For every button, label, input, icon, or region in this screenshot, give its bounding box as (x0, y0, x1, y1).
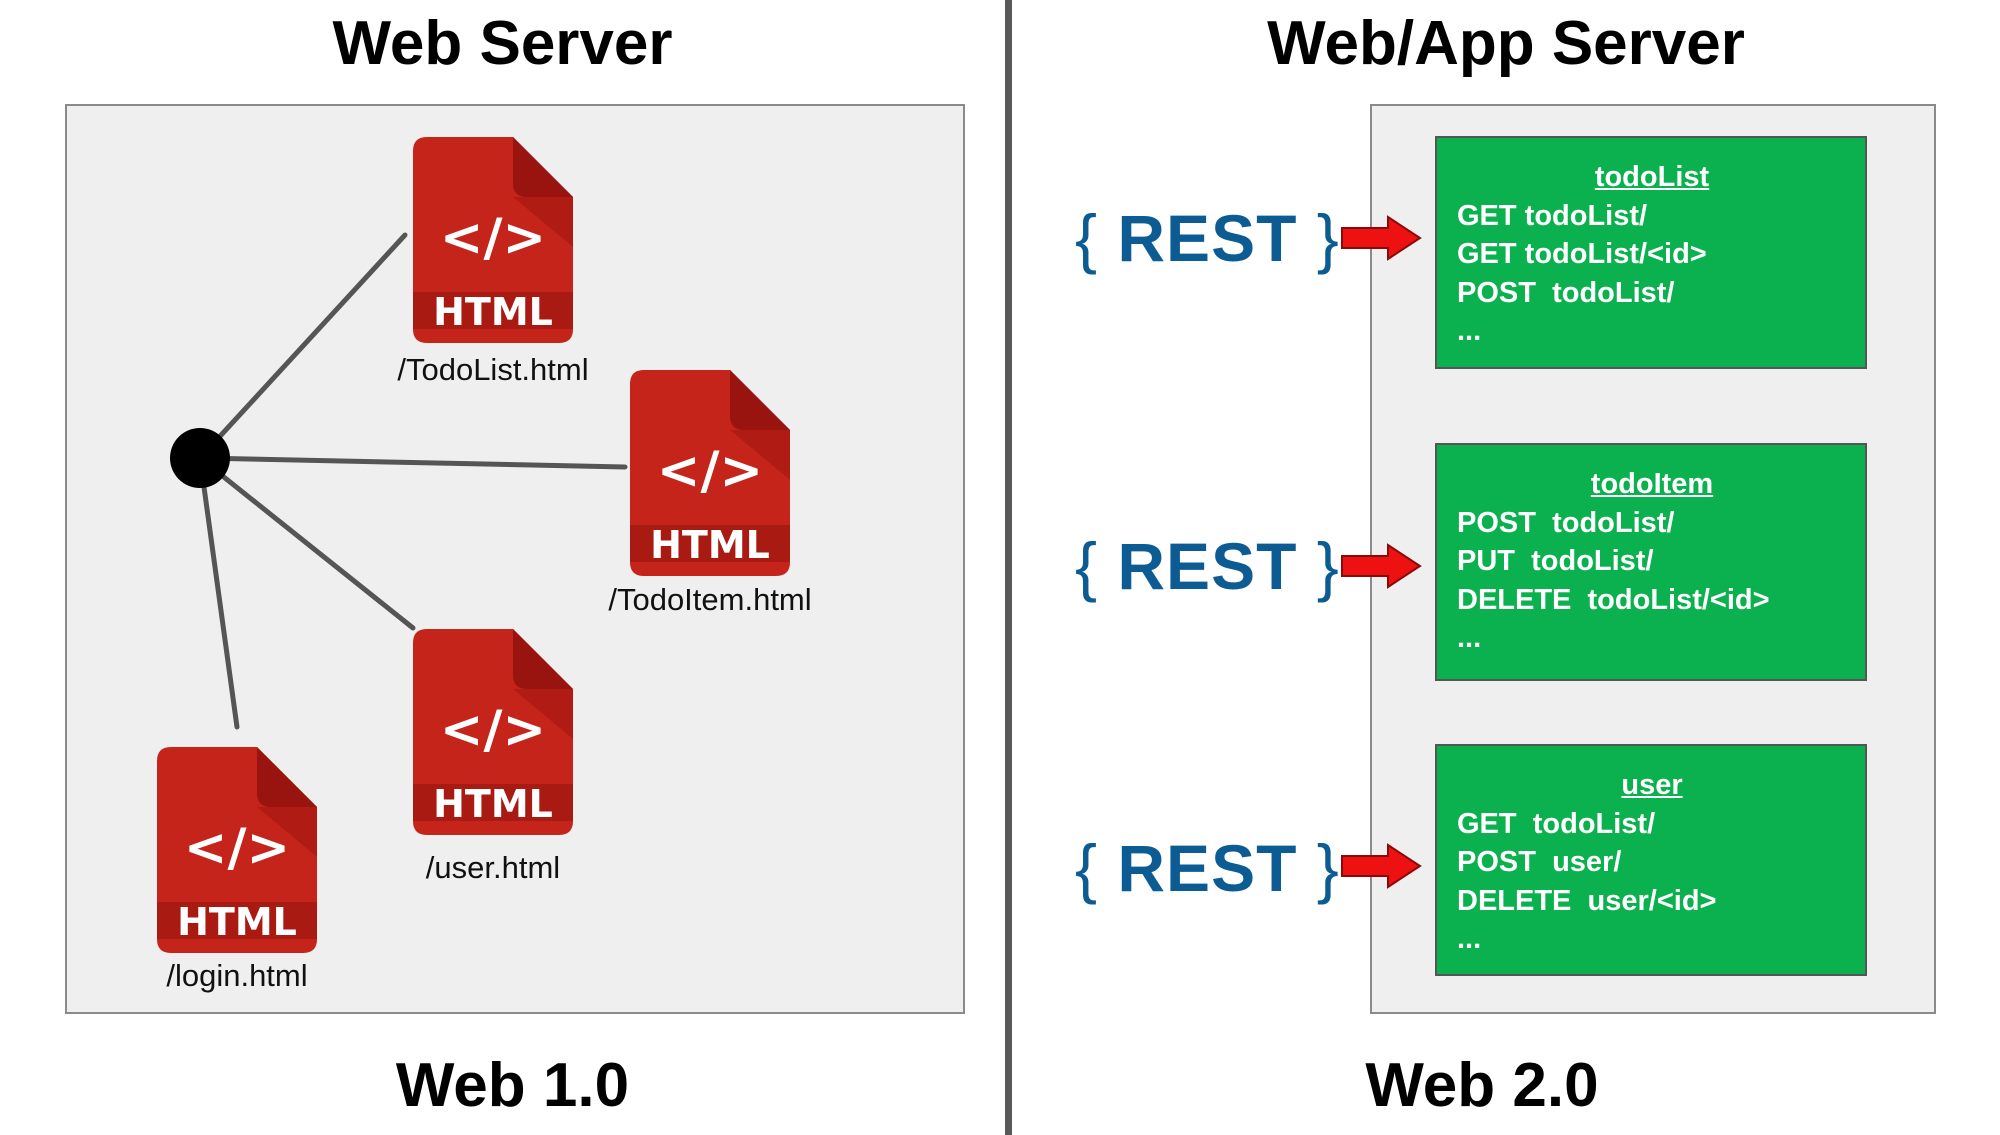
file-label-todolist: /TodoList.html (397, 352, 589, 387)
svg-text:HTML: HTML (433, 290, 553, 334)
link-user (197, 455, 416, 631)
file-label-todoitem: /TodoItem.html (608, 582, 812, 617)
endpoint-line: ... (1457, 622, 1482, 654)
web-app-server-title: Web/App Server (1267, 9, 1745, 78)
center-divider (1005, 0, 1012, 1135)
endpoint-line: GET todoList/<id> (1457, 238, 1707, 270)
arrow-right-icon (1341, 843, 1422, 889)
hub-node (170, 428, 230, 488)
svg-text:HTML: HTML (433, 782, 553, 826)
web-server-title: Web Server (332, 9, 673, 78)
link-login (197, 455, 240, 730)
endpoint-line: ... (1457, 315, 1482, 347)
resource-title: todoItem (1590, 468, 1714, 500)
arrow-right-icon (1341, 543, 1422, 589)
html-file-icon: </> HTML (630, 370, 790, 576)
rest-label: { REST } (1075, 831, 1340, 905)
rest-label: { REST } (1075, 201, 1340, 275)
web-2-label: Web 2.0 (1365, 1051, 1599, 1120)
endpoint-line: GET todoList/ (1457, 199, 1648, 232)
svg-text:</>: </> (440, 208, 546, 268)
resource-title: todoList (1594, 161, 1710, 193)
endpoint-line: DELETE user/<id> (1457, 884, 1717, 917)
endpoint-line: POST user/ (1457, 846, 1622, 878)
file-label-login: /login.html (166, 958, 308, 993)
svg-text:</>: </> (440, 700, 546, 760)
endpoint-line: PUT todoList/ (1457, 545, 1654, 577)
html-file-icon: </> HTML (413, 137, 573, 343)
link-todolist (197, 232, 408, 461)
resource-title: user (1621, 769, 1683, 801)
html-file-icon: </> HTML (157, 747, 317, 953)
arrow-right-icon (1341, 215, 1422, 261)
rest-label: { REST } (1075, 529, 1340, 603)
endpoint-line: POST todoList/ (1457, 506, 1675, 539)
svg-text:</>: </> (657, 441, 763, 501)
link-todoitem (197, 455, 628, 470)
link-lines (170, 232, 628, 730)
svg-text:HTML: HTML (650, 523, 770, 567)
endpoint-line: DELETE todoList/<id> (1457, 583, 1770, 616)
html-file-icon: </> HTML (413, 629, 573, 835)
endpoint-line: GET todoList/ (1457, 807, 1656, 840)
endpoint-line: ... (1457, 923, 1482, 955)
svg-text:</>: </> (184, 818, 290, 878)
web-1-label: Web 1.0 (395, 1051, 630, 1120)
file-label-user: /user.html (425, 850, 561, 885)
endpoint-line: POST todoList/ (1457, 276, 1675, 309)
svg-text:HTML: HTML (177, 900, 297, 944)
